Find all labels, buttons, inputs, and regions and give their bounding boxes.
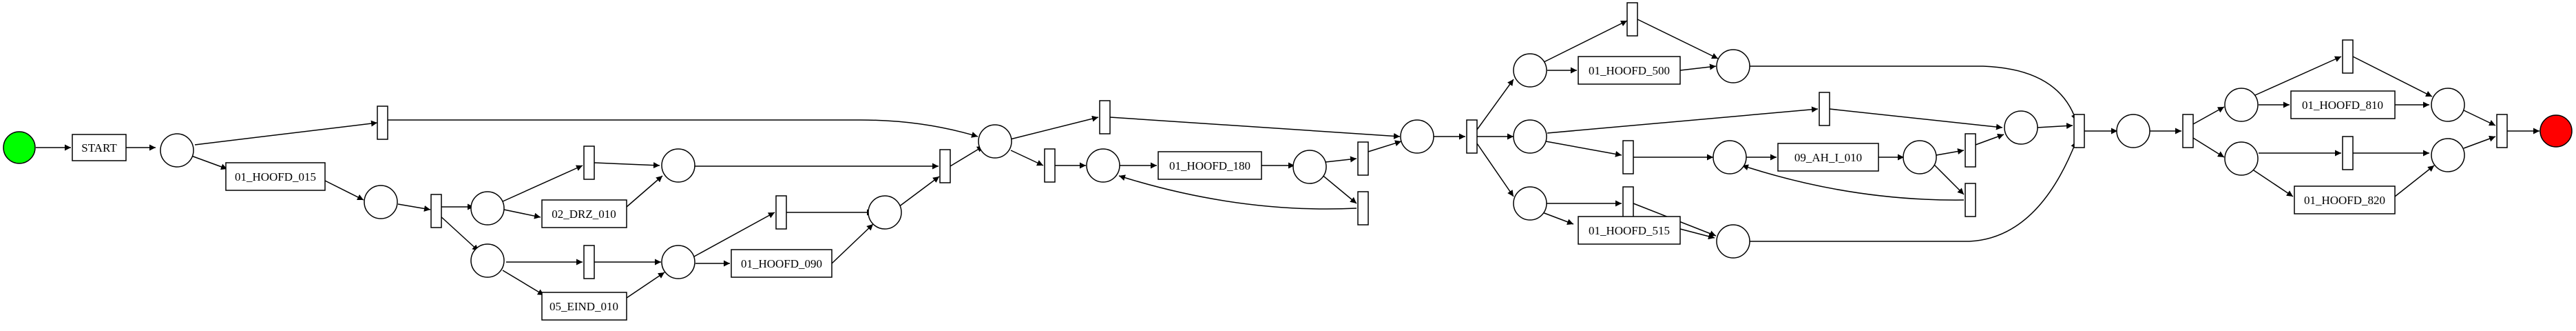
place xyxy=(1086,148,1120,183)
place xyxy=(160,133,194,168)
silent-transitions xyxy=(377,2,2508,279)
transition-label: 01_HOOFD_820 xyxy=(2304,194,2385,207)
transition-01-hoofd-090: 01_HOOFD_090 xyxy=(731,249,833,278)
transition-09-ah-i-010: 09_AH_I_010 xyxy=(1777,143,1879,172)
silent-transition xyxy=(583,146,595,180)
place xyxy=(2224,141,2259,176)
place xyxy=(1292,150,1327,184)
transition-label: 01_HOOFD_810 xyxy=(2302,99,2383,112)
transition-label: 01_HOOFD_500 xyxy=(1589,64,1670,77)
silent-transition xyxy=(1044,148,1056,183)
place xyxy=(470,191,505,225)
transition-01-hoofd-820: 01_HOOFD_820 xyxy=(2294,185,2396,214)
place xyxy=(661,245,695,279)
place xyxy=(1713,140,1747,174)
transition-label: 01_HOOFD_090 xyxy=(741,257,822,270)
place xyxy=(978,124,1012,159)
place xyxy=(1903,140,1937,174)
silent-transition xyxy=(1357,141,1369,176)
silent-transition xyxy=(2342,136,2354,170)
silent-transition xyxy=(1622,140,1634,174)
transition-05-eind-010: 05_EIND_010 xyxy=(541,292,627,321)
silent-transition xyxy=(1965,183,1976,217)
transition-label: START xyxy=(81,141,117,154)
transition-01-hoofd-015: 01_HOOFD_015 xyxy=(225,162,326,191)
place xyxy=(1716,224,1750,259)
silent-transition xyxy=(430,194,442,228)
transition-label: 01_HOOFD_515 xyxy=(1589,224,1670,237)
place xyxy=(2004,110,2038,145)
transition-label: 01_HOOFD_180 xyxy=(1169,159,1250,172)
place xyxy=(364,185,398,219)
silent-transition xyxy=(583,245,595,279)
silent-transition xyxy=(1819,92,1830,126)
transition-02-drz-010: 02_DRZ_010 xyxy=(541,199,627,228)
transition-label: 05_EIND_010 xyxy=(549,300,618,313)
place xyxy=(2116,114,2150,148)
place xyxy=(2431,88,2465,122)
place xyxy=(1400,119,1434,154)
places xyxy=(160,49,2465,279)
silent-transition xyxy=(2342,39,2354,74)
labeled-transitions: START 01_HOOFD_015 02_DRZ_010 05_EIND_01… xyxy=(72,56,2396,321)
silent-transition xyxy=(1965,133,1976,168)
transition-start: START xyxy=(72,134,127,161)
silent-transition xyxy=(1626,2,1638,37)
edges xyxy=(36,19,2540,299)
transition-01-hoofd-180: 01_HOOFD_180 xyxy=(1158,151,1262,180)
silent-transition xyxy=(775,195,787,230)
silent-transition xyxy=(1099,100,1111,134)
silent-transition xyxy=(2496,114,2508,148)
place xyxy=(1513,53,1547,88)
silent-transition xyxy=(2182,114,2194,148)
transition-01-hoofd-515: 01_HOOFD_515 xyxy=(1578,216,1681,245)
silent-transition xyxy=(1622,186,1634,221)
silent-transition xyxy=(1357,191,1369,225)
place xyxy=(1716,49,1750,83)
place xyxy=(868,195,902,230)
place xyxy=(2224,88,2259,122)
transition-label: 02_DRZ_010 xyxy=(552,208,616,221)
transition-01-hoofd-810: 01_HOOFD_810 xyxy=(2290,90,2396,119)
place xyxy=(661,148,695,183)
transition-01-hoofd-500: 01_HOOFD_500 xyxy=(1578,56,1681,85)
transition-label: 01_HOOFD_015 xyxy=(235,170,316,183)
silent-transition xyxy=(1466,119,1478,154)
place xyxy=(2431,138,2465,172)
silent-transition xyxy=(377,106,388,140)
source-place xyxy=(3,131,36,164)
transition-label: 09_AH_I_010 xyxy=(1794,151,1862,164)
silent-transition xyxy=(939,149,951,183)
place xyxy=(470,243,505,278)
place xyxy=(1513,119,1547,154)
place xyxy=(1513,186,1547,221)
sink-place xyxy=(2540,114,2573,148)
silent-transition xyxy=(2073,114,2085,148)
